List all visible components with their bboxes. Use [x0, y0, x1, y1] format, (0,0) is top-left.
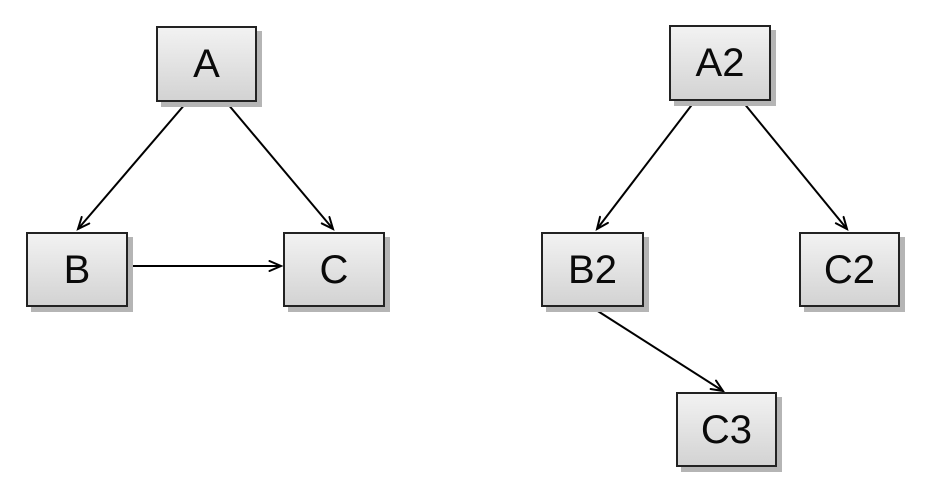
- edge-A2-B2: [595, 101, 695, 231]
- node-label: B2: [568, 247, 617, 292]
- node-label: B: [63, 247, 91, 292]
- edge-A-C: [226, 102, 335, 231]
- node-label: C2: [823, 247, 876, 292]
- edge-A2-C2: [742, 101, 849, 231]
- edge-B2-C3: [592, 307, 726, 393]
- node-C3[interactable]: C3: [676, 392, 777, 467]
- node-label: C: [319, 247, 349, 292]
- node-label: A2: [695, 41, 745, 85]
- node-C[interactable]: C: [283, 232, 385, 307]
- node-B[interactable]: B: [26, 232, 128, 307]
- node-A2[interactable]: A2: [669, 25, 771, 101]
- node-label: C3: [700, 407, 753, 452]
- node-A[interactable]: A: [156, 26, 257, 102]
- edge-A-B: [76, 102, 187, 231]
- node-C2[interactable]: C2: [799, 232, 900, 307]
- node-B2[interactable]: B2: [541, 232, 644, 307]
- node-label: A: [193, 42, 220, 86]
